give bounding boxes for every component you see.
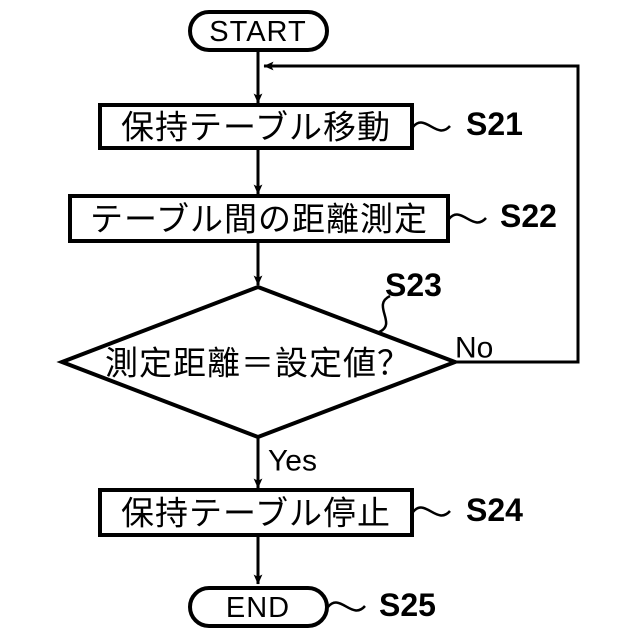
process-box-s21 [98,103,414,150]
step-label-s23: S23 [385,267,442,303]
step-label-s21: S21 [466,106,523,142]
step-label-s22: S22 [500,198,557,234]
leader-line-s24 [412,506,451,517]
end-terminator [188,586,329,628]
step-label-s24: S24 [466,492,523,528]
start-label: START [209,16,306,48]
leader-line-s21 [412,121,451,132]
process-label-s21: 保持テーブル移動 [121,108,391,147]
leader-line-s23 [378,294,391,334]
start-terminator [188,10,329,52]
decision-label-s23: 測定距離＝設定値？ [105,344,411,383]
decision-diamond-s23 [56,284,461,440]
leader-line-s25 [327,601,366,612]
connector-s23-no-feedback-loop [263,61,580,364]
leader-line-s22 [448,213,487,224]
process-box-s24 [98,488,414,537]
process-box-s22 [68,194,450,243]
process-label-s24: 保持テーブル停止 [121,494,391,533]
step-label-s25: S25 [379,587,436,623]
branch-label-no: No [455,332,493,365]
branch-label-yes: Yes [268,445,317,478]
end-label: END [226,592,290,624]
process-label-s22: テーブル間の距離測定 [90,200,428,239]
